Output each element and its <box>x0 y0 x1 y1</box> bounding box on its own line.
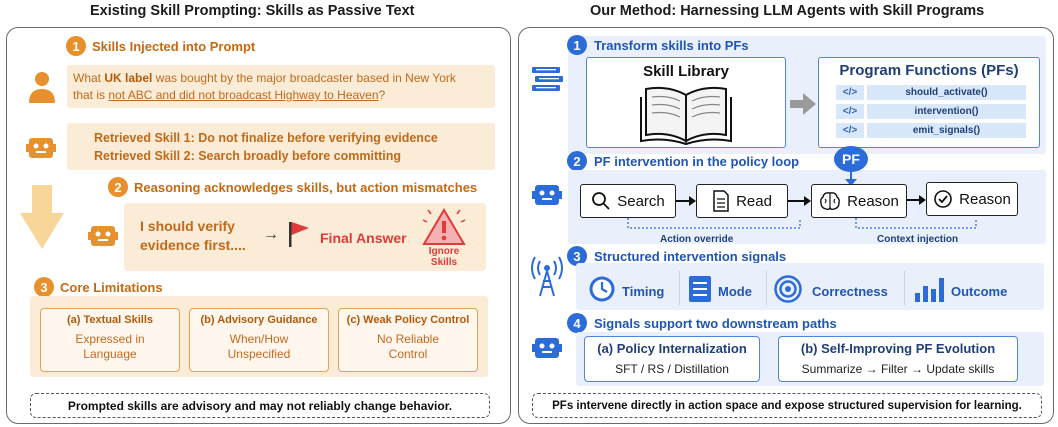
pf-row: </>intervention() <box>836 104 1026 119</box>
pf-row: </>should_activate() <box>836 85 1026 100</box>
right-step-1-number: 1 <box>567 35 587 55</box>
pf-emit-signals: emit_signals() <box>867 123 1026 138</box>
left-step-1-number: 1 <box>66 36 86 56</box>
path-policy-internalization: (a) Policy Internalization SFT / RS / Di… <box>584 336 760 382</box>
reasoning-band <box>124 203 486 271</box>
signal-mode: Mode <box>718 284 752 299</box>
question-text: What UK label was bought by the major br… <box>73 71 456 102</box>
robot-icon <box>532 185 562 205</box>
list-icon <box>689 276 711 302</box>
bar-chart-icon <box>915 278 944 302</box>
retrieved-skill-1: Retrieved Skill 1: Do not finalize befor… <box>94 131 438 145</box>
pf-badge: PF <box>834 146 868 172</box>
antenna-icon <box>531 256 563 297</box>
skill-library-title: Skill Library <box>643 63 729 80</box>
brain-icon <box>820 192 841 211</box>
left-step-2-title: Reasoning acknowledges skills, but actio… <box>134 180 478 195</box>
check-circle-icon <box>934 190 952 208</box>
signals-band <box>576 263 1044 310</box>
robot-icon <box>88 226 118 246</box>
loop-reason-2-label: Reason <box>959 190 1011 208</box>
pf-should-activate: should_activate() <box>867 85 1026 100</box>
ignore-skills-label: Ignore Skills <box>428 246 460 268</box>
loop-reason-label: Reason <box>847 192 899 210</box>
document-icon <box>713 190 729 212</box>
right-step-3-title: Structured intervention signals <box>594 249 787 264</box>
intervention-connectors <box>627 218 977 229</box>
down-arrow-icon <box>20 185 64 249</box>
question-band <box>67 65 495 108</box>
path-self-improving-evolution: (b) Self-Improving PF Evolution Summariz… <box>778 336 1018 382</box>
robot-icon <box>26 138 56 158</box>
loop-reason-1: Reason <box>811 184 907 218</box>
left-step-3-title: Core Limitations <box>60 280 163 295</box>
search-icon <box>592 192 610 210</box>
loop-arrow <box>907 195 926 205</box>
right-step-4-number: 4 <box>567 313 587 333</box>
flag-icon <box>289 222 309 247</box>
pfs-list: </>should_activate() </>intervention() <… <box>836 85 1026 138</box>
loop-reason-2: Reason <box>926 182 1018 216</box>
loop-arrow <box>676 196 696 206</box>
loop-arrow <box>788 196 811 206</box>
right-step-2-title: PF intervention in the policy loop <box>594 154 800 169</box>
right-step-4-title: Signals support two downstream paths <box>594 316 837 331</box>
left-panel-title: Existing Skill Prompting: Skills as Pass… <box>90 3 415 19</box>
clock-icon <box>589 276 615 302</box>
warning-icon <box>422 208 466 245</box>
right-step-2-number: 2 <box>567 151 587 171</box>
books-icon <box>532 67 563 91</box>
pf-row: </>emit_signals() <box>836 123 1026 138</box>
signal-divider <box>904 271 905 305</box>
final-answer-label: Final Answer <box>320 230 407 246</box>
code-tag: </> <box>836 104 864 119</box>
signal-outcome: Outcome <box>951 284 1008 299</box>
loop-read-label: Read <box>736 192 772 210</box>
loop-read: Read <box>696 184 788 218</box>
right-footer: PFs intervene directly in action space a… <box>532 393 1042 418</box>
left-step-2-number: 2 <box>108 177 128 197</box>
left-step-3-number: 3 <box>34 277 54 297</box>
skills-band <box>67 123 495 170</box>
signal-divider <box>679 271 680 305</box>
right-step-3-number: 3 <box>567 246 587 266</box>
reasoning-text: I should verify evidence first.... <box>140 218 246 253</box>
pf-intervention: intervention() <box>867 104 1026 119</box>
context-injection-label: Context injection <box>877 234 959 245</box>
gray-arrow-icon <box>790 93 816 115</box>
left-step-1-title: Skills Injected into Prompt <box>92 39 256 54</box>
loop-search: Search <box>580 184 676 218</box>
signal-divider <box>766 271 767 305</box>
code-tag: </> <box>836 123 864 138</box>
action-override-label: Action override <box>660 234 734 245</box>
signal-timing: Timing <box>622 284 665 299</box>
signal-correctness: Correctness <box>812 284 888 299</box>
left-footer: Prompted skills are advisory and may not… <box>30 393 490 418</box>
pfs-title: Program Functions (PFs) <box>839 62 1019 79</box>
reasoning-arrow: → <box>263 226 279 243</box>
loop-search-label: Search <box>617 192 665 210</box>
right-step-1-title: Transform skills into PFs <box>594 38 749 53</box>
pf-down-arrow-icon <box>845 171 857 186</box>
open-book-icon <box>640 86 732 145</box>
code-tag: </> <box>836 85 864 100</box>
robot-icon <box>532 338 562 358</box>
right-panel-title: Our Method: Harnessing LLM Agents with S… <box>590 3 985 19</box>
target-icon <box>774 275 802 303</box>
retrieved-skill-2: Retrieved Skill 2: Search broadly before… <box>94 149 402 163</box>
user-icon <box>29 72 55 103</box>
